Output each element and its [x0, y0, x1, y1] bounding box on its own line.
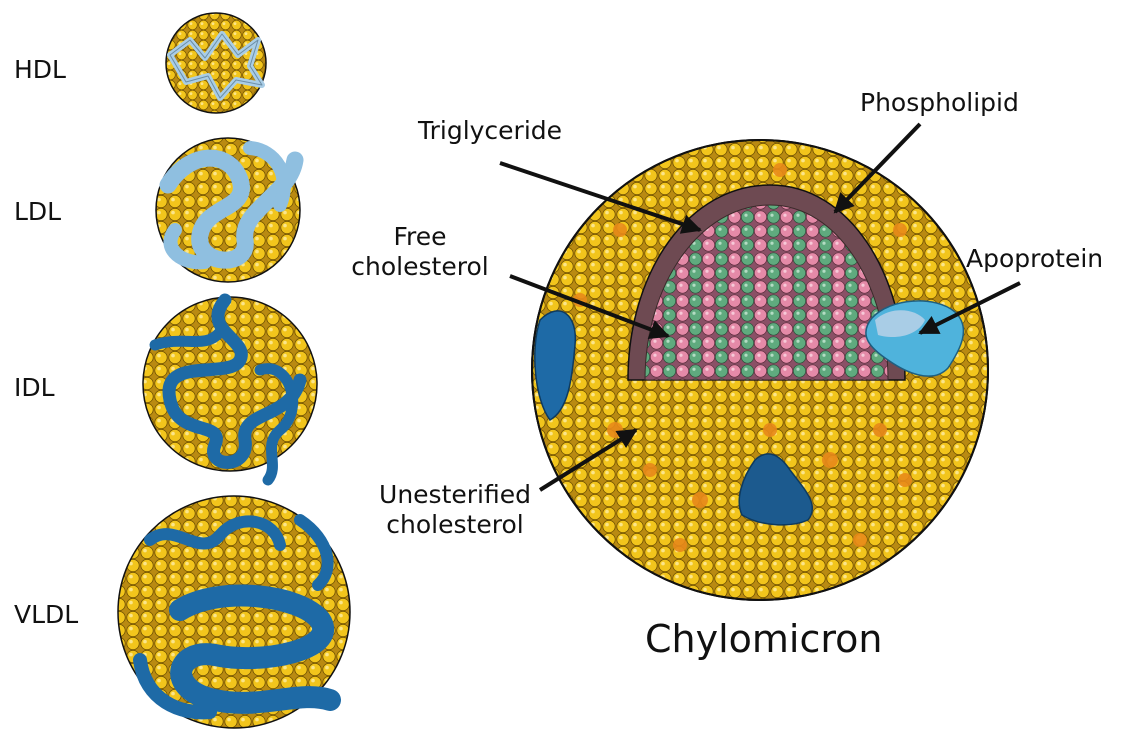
label-free-cholesterol-line2: cholesterol	[345, 252, 495, 282]
label-unesterified-cholesterol: Unesterified cholesterol	[360, 480, 550, 540]
label-hdl: HDL	[14, 55, 66, 85]
chylomicron-particle	[532, 140, 988, 600]
label-phospholipid: Phospholipid	[860, 88, 1019, 118]
label-unesterified-line1: Unesterified	[360, 480, 550, 510]
label-unesterified-line2: cholesterol	[360, 510, 550, 540]
label-vldl: VLDL	[14, 600, 78, 630]
label-free-cholesterol-line1: Free	[345, 222, 495, 252]
label-triglyceride: Triglyceride	[418, 116, 562, 146]
ldl-particle	[156, 138, 300, 282]
idl-particle	[143, 297, 317, 480]
label-ldl: LDL	[14, 197, 61, 227]
label-free-cholesterol: Free cholesterol	[345, 222, 495, 282]
label-apoprotein: Apoprotein	[966, 244, 1103, 274]
hdl-particle	[166, 13, 266, 113]
vldl-particle	[118, 496, 350, 728]
label-idl: IDL	[14, 373, 55, 403]
label-chylomicron-title: Chylomicron	[645, 617, 883, 661]
